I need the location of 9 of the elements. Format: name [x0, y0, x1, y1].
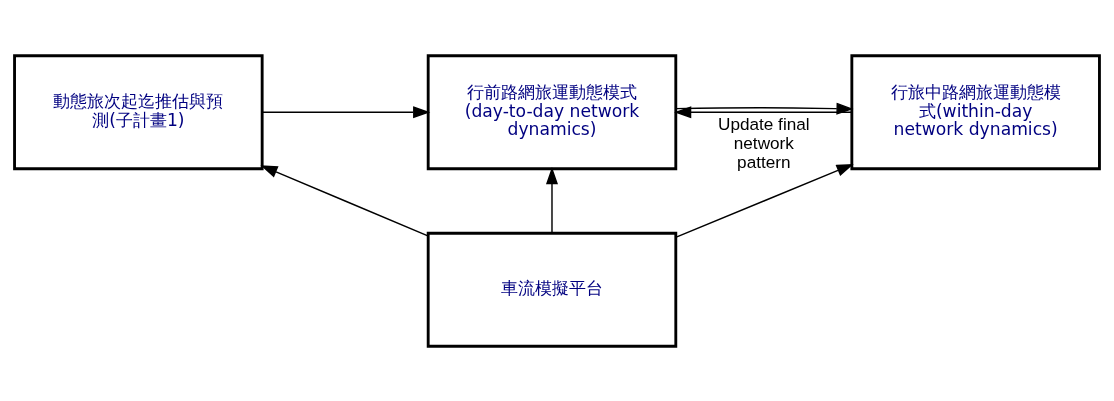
node-box: 行前路網旅運動態模式(day-to-day network dynamics) — [426, 53, 678, 170]
arrow — [261, 105, 431, 118]
node-box: 行旅中路網旅運動態模式(within-day network dynamics) — [850, 53, 1101, 170]
node-box: 動態旅次起迄推估與預測(子計畫1) — [13, 53, 264, 170]
arrow — [545, 166, 558, 234]
arrow — [675, 163, 854, 238]
edge-label: Update final network pattern — [718, 113, 810, 172]
node-box: 車流模擬平台 — [426, 231, 678, 348]
arrow — [260, 164, 429, 237]
